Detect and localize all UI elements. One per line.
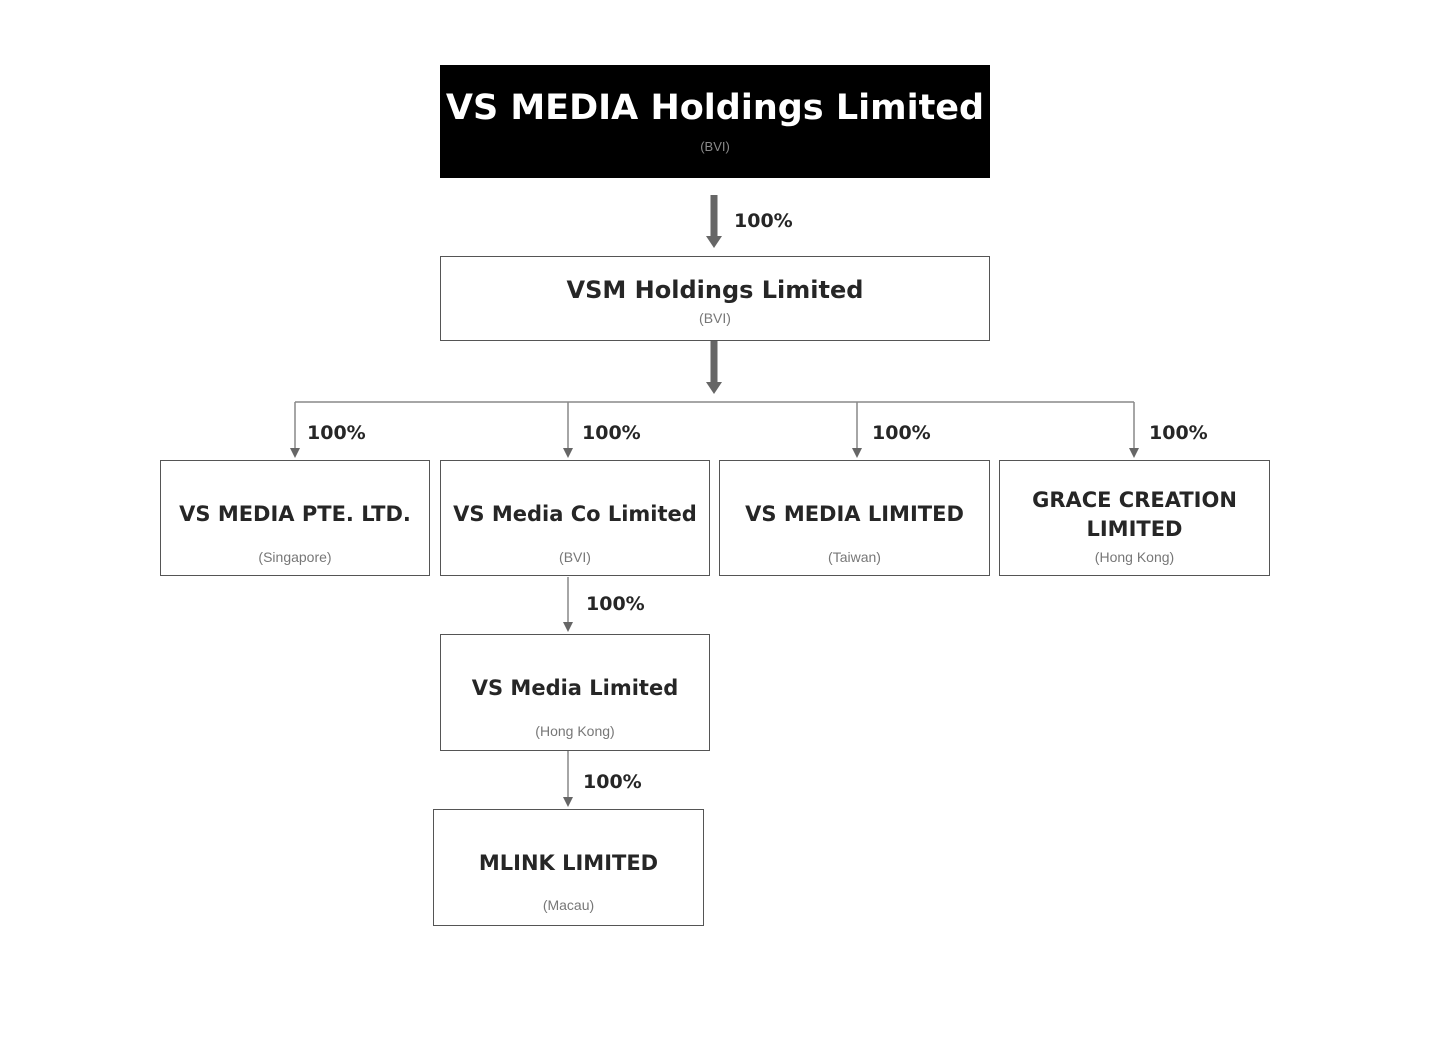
node-jurisdiction: (Singapore) (258, 549, 332, 565)
node-name-line-2: LIMITED (1086, 517, 1183, 541)
arrowhead-vsm-trunk (706, 382, 722, 394)
edge-label-to-co: 100% (582, 422, 641, 444)
node-vs-media-holdings: VS MEDIA Holdings Limited (BVI) (440, 65, 990, 178)
node-name: VS MEDIA Holdings Limited (445, 88, 985, 128)
arrowhead-root-to-vsm (706, 236, 722, 248)
node-name: VS MEDIA LIMITED (745, 502, 964, 526)
node-jurisdiction: (Hong Kong) (535, 723, 615, 739)
node-jurisdiction: (BVI) (700, 139, 730, 154)
node-name-line-1: GRACE CREATION (1032, 488, 1237, 512)
node-vsm-holdings: VSM Holdings Limited (BVI) (440, 256, 990, 341)
edge-label-to-pte: 100% (307, 422, 366, 444)
node-name: VSM Holdings Limited (566, 276, 864, 304)
node-vs-media-taiwan: VS MEDIA LIMITED (Taiwan) (719, 460, 990, 576)
node-vs-media-hk: VS Media Limited (Hong Kong) (440, 634, 710, 751)
edge-label-hk-to-mlink: 100% (583, 771, 642, 793)
node-jurisdiction: (Macau) (542, 897, 595, 913)
node-name: MLINK LIMITED (478, 851, 659, 875)
node-name: VS MEDIA PTE. LTD. (179, 502, 411, 526)
node-jurisdiction: (BVI) (699, 310, 731, 326)
node-name: VS Media Co Limited (453, 502, 697, 526)
node-jurisdiction: (Hong Kong) (1094, 549, 1175, 565)
node-jurisdiction: (BVI) (559, 549, 591, 565)
node-mlink: MLINK LIMITED (Macau) (433, 809, 704, 926)
edge-label-root-to-vsm: 100% (734, 210, 793, 232)
edge-label-to-taiwan: 100% (872, 422, 931, 444)
node-vs-media-pte: VS MEDIA PTE. LTD. (Singapore) (160, 460, 430, 576)
node-grace-creation: GRACE CREATION LIMITED (Hong Kong) (999, 460, 1270, 576)
node-vs-media-co: VS Media Co Limited (BVI) (440, 460, 710, 576)
node-name: VS Media Limited (471, 676, 679, 700)
node-jurisdiction: (Taiwan) (828, 549, 881, 565)
edge-label-co-to-hk: 100% (586, 593, 645, 615)
edge-label-to-grace: 100% (1149, 422, 1208, 444)
